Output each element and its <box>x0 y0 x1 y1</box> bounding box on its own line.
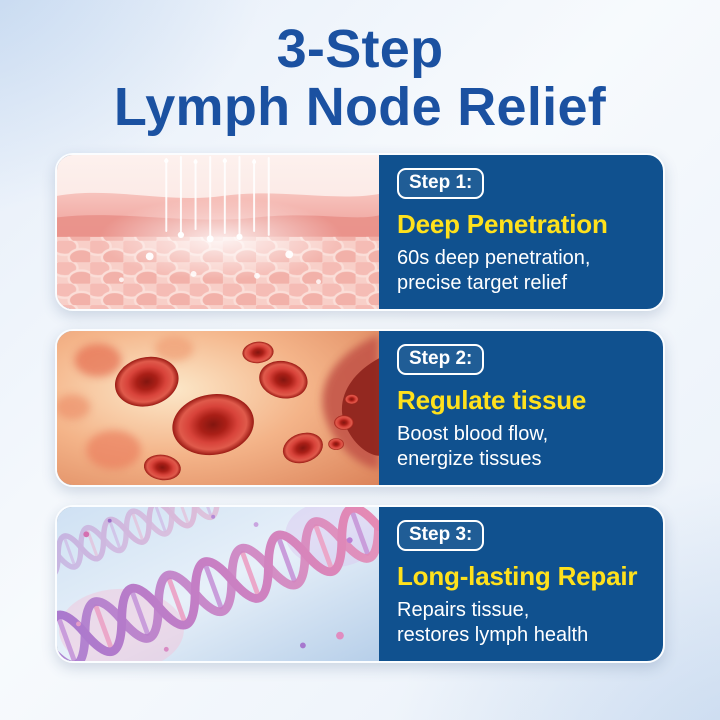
step-1-heading: Deep Penetration <box>397 208 608 239</box>
step-1-panel: Step 1: Deep Penetration 60s deep penetr… <box>379 155 663 309</box>
steps-list: Step 1: Deep Penetration 60s deep penetr… <box>0 137 720 663</box>
step-card-1: Step 1: Deep Penetration 60s deep penetr… <box>55 152 665 311</box>
step-3-description: Repairs tissue, restores lymph health <box>397 598 651 649</box>
step-3-description-line-1: Repairs tissue, <box>397 598 530 621</box>
step-card-3: Step 3: Long-lasting Repair Repairs tiss… <box>55 504 665 663</box>
step-1-badge: Step 1: <box>397 167 485 199</box>
step-3-badge: Step 3: <box>397 519 485 551</box>
step-3-description-line-2: restores lymph health <box>397 624 589 647</box>
step-1-description-line-1: 60s deep penetration, <box>397 246 591 269</box>
page-title: 3-Step Lymph Node Relief <box>0 0 720 137</box>
step-card-2: Step 2: Regulate tissue Boost blood flow… <box>55 328 665 487</box>
step-2-description: Boost blood flow, energize tissues <box>397 422 651 473</box>
dna-helix-image <box>57 506 379 661</box>
step-2-panel: Step 2: Regulate tissue Boost blood flow… <box>379 331 663 485</box>
title-line-1: 3-Step <box>276 19 444 79</box>
step-3-panel: Step 3: Long-lasting Repair Repairs tiss… <box>379 507 663 661</box>
step-1-description: 60s deep penetration, precise target rel… <box>397 246 651 297</box>
blood-cells-image <box>57 330 379 485</box>
step-2-heading: Regulate tissue <box>397 384 587 415</box>
step-2-description-line-1: Boost blood flow, <box>397 422 549 445</box>
step-2-description-line-2: energize tissues <box>397 448 542 471</box>
title-line-2: Lymph Node Relief <box>113 77 607 138</box>
step-2-badge: Step 2: <box>397 343 485 375</box>
step-1-description-line-2: precise target relief <box>397 272 568 295</box>
step-3-heading: Long-lasting Repair <box>397 560 638 591</box>
skin-penetration-image <box>57 154 379 309</box>
